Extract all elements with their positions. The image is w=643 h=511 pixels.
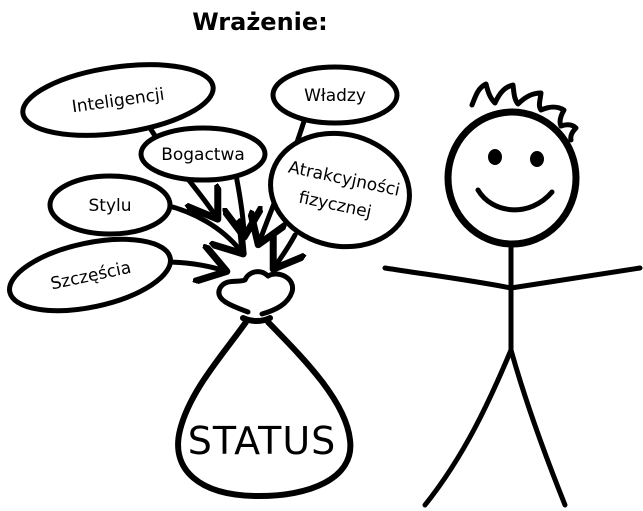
stick-figure <box>382 81 643 508</box>
arrow-atrakcyjnosci <box>276 232 295 265</box>
head <box>444 108 580 248</box>
right-leg <box>508 347 568 508</box>
bubble-stylu-label: Stylu <box>88 196 131 216</box>
bag-body <box>175 319 354 500</box>
bubble-bogactwa: Bogactwa <box>138 125 268 183</box>
left-arm <box>382 265 514 291</box>
bubble-inteligencji: Inteligencji <box>20 62 216 138</box>
bag-tie <box>240 315 273 324</box>
left-eye-icon <box>488 149 502 165</box>
right-arm <box>508 265 643 291</box>
arrow-bogactwa <box>235 167 244 232</box>
arrow-stylu <box>162 202 240 250</box>
arrow-szczescia <box>162 262 222 270</box>
bubble-stylu: Stylu <box>47 173 173 237</box>
status-bag: STATUS <box>175 269 354 500</box>
diagram-title: Wrażenie: <box>192 8 328 36</box>
right-eye-icon <box>530 151 544 167</box>
smile <box>475 187 555 213</box>
bubble-szczescia: Szczęścia <box>7 236 173 314</box>
bubble-bogactwa-label: Bogactwa <box>161 145 245 165</box>
bubble-wladzy-label: Władzy <box>304 86 366 106</box>
bag-top <box>216 269 296 317</box>
bag-label: STATUS <box>188 419 337 463</box>
bubble-atrakcyjnosci: Atrakcyjności fizycznej <box>268 130 412 250</box>
left-leg <box>422 347 514 508</box>
hair <box>469 81 579 143</box>
bubble-wladzy: Władzy <box>270 64 400 126</box>
